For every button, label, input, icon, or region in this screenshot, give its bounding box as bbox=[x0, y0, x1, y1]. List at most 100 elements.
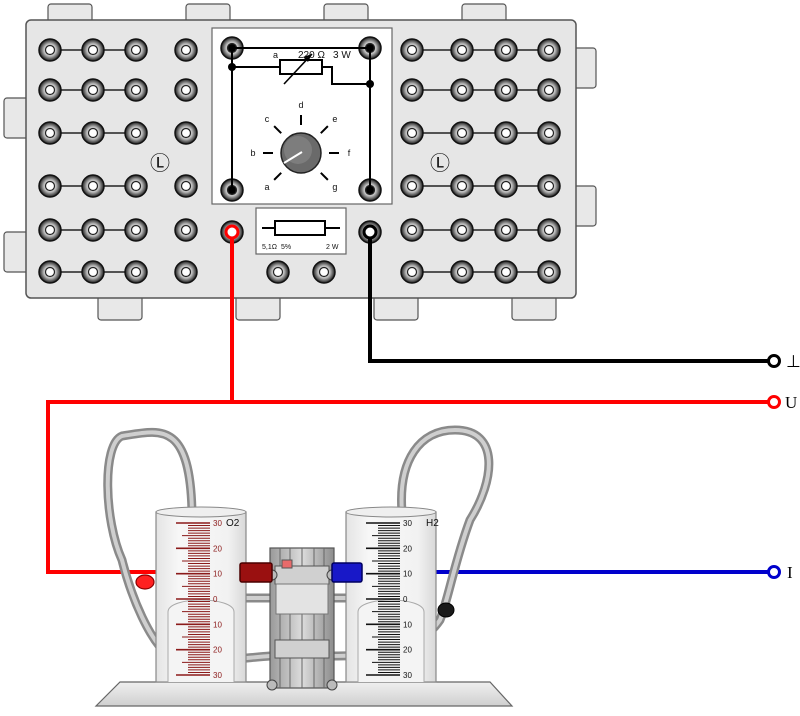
board-socket[interactable] bbox=[450, 78, 474, 102]
board-socket[interactable] bbox=[38, 218, 62, 242]
board-logo-right: Ⓛ bbox=[430, 152, 450, 175]
board-socket[interactable] bbox=[124, 121, 148, 145]
board-socket[interactable] bbox=[494, 174, 518, 198]
potentiometer-resistor bbox=[279, 59, 323, 75]
switch-position-label-g: g bbox=[332, 182, 337, 192]
board-socket[interactable] bbox=[450, 38, 474, 62]
board-socket[interactable] bbox=[124, 78, 148, 102]
board-socket[interactable] bbox=[174, 121, 198, 145]
terminal-voltage-label: U bbox=[785, 393, 797, 412]
shunt-power-label: 2 W bbox=[326, 244, 339, 251]
terminal-ground[interactable]: ⊥ bbox=[767, 352, 800, 371]
board-socket[interactable] bbox=[81, 174, 105, 198]
board-socket[interactable] bbox=[124, 38, 148, 62]
board-socket[interactable] bbox=[537, 38, 561, 62]
switch-position-tick bbox=[273, 172, 282, 181]
board-socket[interactable] bbox=[450, 260, 474, 284]
board-socket[interactable] bbox=[124, 260, 148, 284]
scale-tick-label: 10 bbox=[213, 620, 222, 629]
terminal-current-label: I bbox=[787, 563, 793, 582]
switch-position-label-d: d bbox=[298, 100, 303, 110]
board-socket[interactable] bbox=[124, 218, 148, 242]
board-socket[interactable] bbox=[400, 78, 424, 102]
board-socket[interactable] bbox=[38, 78, 62, 102]
board-logo-left: Ⓛ bbox=[150, 152, 170, 175]
board-socket[interactable] bbox=[38, 174, 62, 198]
board-socket[interactable] bbox=[400, 260, 424, 284]
ground-plug bbox=[362, 224, 378, 240]
board-socket[interactable] bbox=[494, 121, 518, 145]
board-socket[interactable] bbox=[266, 260, 290, 284]
cathode-connector[interactable] bbox=[331, 562, 363, 583]
scale-tick-label: 30 bbox=[213, 519, 222, 528]
scale-tick-label: 10 bbox=[213, 570, 222, 579]
board-socket[interactable] bbox=[81, 218, 105, 242]
board-socket[interactable] bbox=[174, 78, 198, 102]
hydrogen-valve-cap[interactable] bbox=[437, 602, 455, 618]
board-socket[interactable] bbox=[494, 260, 518, 284]
oxygen-valve-cap[interactable] bbox=[135, 574, 155, 590]
board-socket[interactable] bbox=[537, 218, 561, 242]
board-socket[interactable] bbox=[494, 218, 518, 242]
terminal-voltage[interactable]: U bbox=[767, 393, 798, 412]
plug-in-board: Ⓛ Ⓛ bbox=[3, 3, 597, 321]
shunt-resistor: 5,1Ω 5% 2 W bbox=[262, 220, 340, 251]
board-socket[interactable] bbox=[174, 218, 198, 242]
switch-position-label-f: f bbox=[348, 148, 351, 158]
shunt-resistance-label: 5,1Ω bbox=[262, 244, 277, 251]
board-socket[interactable] bbox=[494, 78, 518, 102]
anode-connector[interactable] bbox=[239, 562, 273, 583]
board-socket[interactable] bbox=[450, 174, 474, 198]
cell-supply-wire bbox=[46, 400, 250, 574]
potentiometer-resistance-label: 220 Ω bbox=[298, 50, 325, 61]
board-socket[interactable] bbox=[124, 174, 148, 198]
switch-position-tick bbox=[320, 125, 329, 134]
scale-tick-label: 10 bbox=[403, 620, 412, 629]
scale-tick-label: 30 bbox=[403, 519, 412, 528]
oxygen-label: O2 bbox=[226, 518, 240, 529]
scale-tick-label: 20 bbox=[403, 646, 412, 655]
board-socket[interactable] bbox=[81, 78, 105, 102]
board-socket[interactable] bbox=[537, 260, 561, 284]
board-socket[interactable] bbox=[81, 38, 105, 62]
board-socket[interactable] bbox=[400, 174, 424, 198]
board-socket[interactable] bbox=[174, 38, 198, 62]
board-socket[interactable] bbox=[494, 38, 518, 62]
switch-position-label-e: e bbox=[332, 114, 337, 124]
scale-tick-label: 0 bbox=[213, 595, 218, 604]
switch-position-label-a: a bbox=[265, 182, 270, 192]
board-socket[interactable] bbox=[81, 260, 105, 284]
switch-position-tick bbox=[273, 125, 282, 134]
scale-tick-label: 10 bbox=[403, 570, 412, 579]
board-socket[interactable] bbox=[537, 78, 561, 102]
switch-position-tick bbox=[320, 172, 329, 181]
board-socket[interactable] bbox=[450, 218, 474, 242]
scale-tick-label: 20 bbox=[213, 544, 222, 553]
board-socket[interactable] bbox=[38, 38, 62, 62]
board-socket[interactable] bbox=[312, 260, 336, 284]
board-socket[interactable] bbox=[174, 260, 198, 284]
board-socket[interactable] bbox=[81, 121, 105, 145]
board-socket[interactable] bbox=[400, 218, 424, 242]
switch-position-label-b: b bbox=[250, 148, 255, 158]
terminal-current[interactable]: I bbox=[767, 563, 794, 582]
board-socket[interactable] bbox=[38, 121, 62, 145]
potentiometer-power-label: 3 W bbox=[333, 50, 351, 61]
scale-tick-label: 20 bbox=[403, 544, 412, 553]
board-socket[interactable] bbox=[537, 121, 561, 145]
board-socket[interactable] bbox=[38, 260, 62, 284]
board-socket[interactable] bbox=[174, 174, 198, 198]
board-socket[interactable] bbox=[450, 121, 474, 145]
board-socket[interactable] bbox=[400, 121, 424, 145]
scale-tick-label: 20 bbox=[213, 646, 222, 655]
board-socket[interactable] bbox=[537, 174, 561, 198]
scale-tick-label: 0 bbox=[403, 595, 408, 604]
shunt-tolerance-label: 5% bbox=[281, 244, 291, 251]
wiper-label: a bbox=[273, 50, 278, 60]
scale-tick-label: 30 bbox=[403, 671, 412, 680]
board-socket[interactable] bbox=[400, 38, 424, 62]
voltage-plug bbox=[224, 224, 240, 240]
